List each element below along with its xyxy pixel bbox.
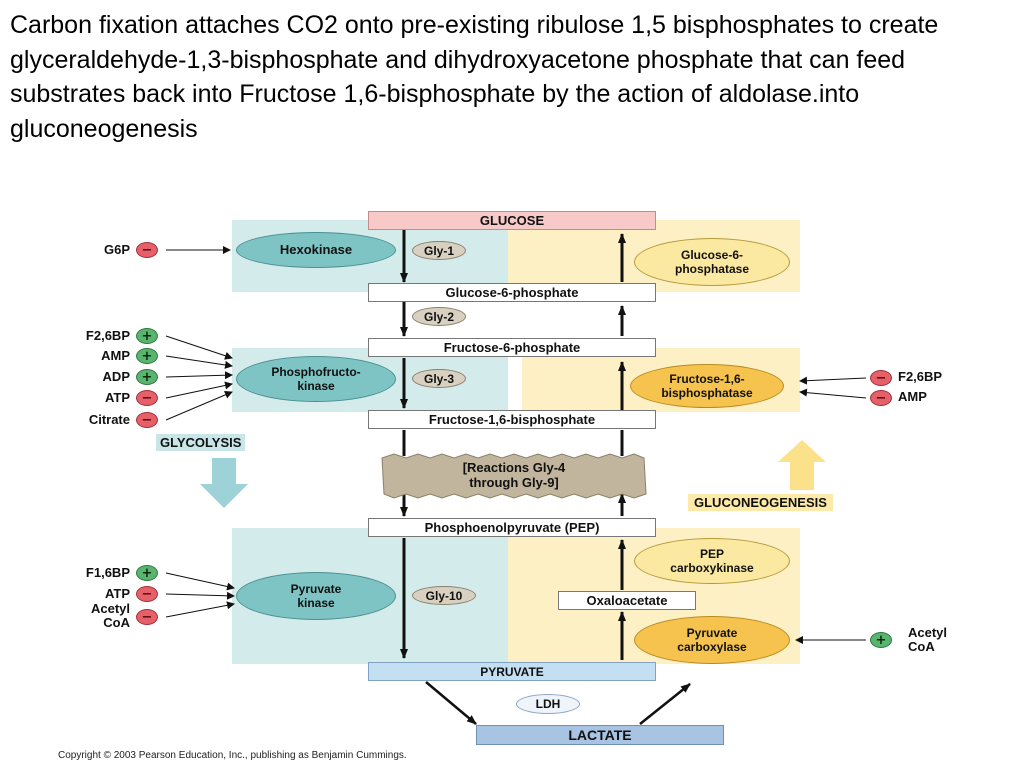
- gluconeogenesis-label: GLUCONEOGENESIS: [688, 494, 833, 511]
- phosphofructokinase-enzyme: Phosphofructo- kinase: [236, 356, 396, 402]
- fructose-bisphosphatase-enzyme: Fructose-1,6- bisphosphatase: [630, 364, 784, 408]
- phosphoenolpyruvate-box: Phosphoenolpyruvate (PEP): [368, 518, 656, 537]
- pfk-label-line-2: kinase: [297, 379, 335, 393]
- pyruvate-kinase-enzyme: Pyruvate kinase: [236, 572, 396, 620]
- gly-2-step: Gly-2: [412, 307, 466, 326]
- pc-label-line-1: Pyruvate: [686, 625, 738, 640]
- pyruvate-carboxylase-enzyme: Pyruvate carboxylase: [634, 616, 790, 664]
- regulator-adp-label: ADP: [102, 369, 130, 384]
- regulator-g6p-label: G6P: [103, 242, 130, 257]
- pc-label-line-2: carboxylase: [677, 640, 747, 654]
- activator-plus-icon: +: [870, 632, 892, 648]
- fbpase-label-line-1: Fructose-1,6-: [669, 371, 745, 386]
- regulator-amp-label: AMP: [898, 389, 927, 404]
- activator-plus-icon: +: [136, 565, 158, 581]
- regulator-acetyl-coa-label: Acetyl CoA: [40, 601, 130, 631]
- oxaloacetate-box: Oxaloacetate: [558, 591, 696, 610]
- pk-label-line-1: Pyruvate: [290, 581, 342, 596]
- regulator-amp-label: AMP: [101, 348, 130, 363]
- acetyl-coa-line-1: Acetyl: [908, 625, 948, 640]
- reactions-gly4-gly9-label: [Reactions Gly-4 through Gly-9]: [392, 458, 636, 494]
- gly-10-step: Gly-10: [412, 586, 476, 605]
- pk-label-line-2: kinase: [297, 596, 335, 610]
- gly-1-step: Gly-1: [412, 241, 466, 260]
- hexokinase-enzyme: Hexokinase: [236, 232, 396, 268]
- fbpase-label-line-2: bisphosphatase: [661, 386, 753, 400]
- regulator-atp-label: ATP: [104, 586, 130, 601]
- g6pase-label-line-1: Glucose-6-: [680, 247, 743, 262]
- glycolysis-direction-arrow: [200, 458, 248, 508]
- pepck-label-line-1: PEP: [699, 546, 724, 561]
- pepck-label-line-2: carboxykinase: [670, 561, 754, 575]
- g6pase-label-line-2: phosphatase: [674, 262, 749, 276]
- glucose-box: GLUCOSE: [368, 211, 656, 230]
- regulator-atp-label: ATP: [104, 390, 130, 405]
- acetyl-coa-line-2: CoA: [908, 639, 935, 655]
- acetyl-coa-line-2: CoA: [103, 615, 130, 631]
- inhibitor-minus-icon: −: [136, 609, 158, 625]
- glucose-6-phosphate-box: Glucose-6-phosphate: [368, 283, 656, 302]
- regulator-citrate-label: Citrate: [88, 412, 130, 427]
- slide-title: Carbon fixation attaches CO2 onto pre-ex…: [10, 11, 939, 143]
- inhibitor-minus-icon: −: [136, 242, 158, 258]
- inhibitor-minus-icon: −: [870, 390, 892, 406]
- acetyl-coa-line-1: Acetyl: [90, 601, 130, 616]
- reactions-line-1: [Reactions Gly-4: [462, 460, 566, 476]
- glycolysis-label: GLYCOLYSIS: [156, 434, 246, 451]
- inhibitor-minus-icon: −: [870, 370, 892, 386]
- inhibitor-minus-icon: −: [136, 586, 158, 602]
- regulator-f16bp-label: F1,6BP: [85, 565, 130, 580]
- activator-plus-icon: +: [136, 369, 158, 385]
- inhibitor-minus-icon: −: [136, 390, 158, 406]
- glucose-6-phosphatase-enzyme: Glucose-6- phosphatase: [634, 238, 790, 286]
- lactate-box: LACTATE: [476, 725, 724, 745]
- copyright-notice: Copyright © 2003 Pearson Education, Inc.…: [58, 750, 407, 761]
- gly-3-step: Gly-3: [412, 369, 466, 388]
- reactions-box-shape: [381, 453, 647, 499]
- activator-plus-icon: +: [136, 348, 158, 364]
- fructose-1-6-bisphosphate-box: Fructose-1,6-bisphosphate: [368, 410, 656, 429]
- pep-carboxykinase-enzyme: PEP carboxykinase: [634, 538, 790, 584]
- regulator-acetyl-coa-label: Acetyl CoA: [908, 625, 948, 655]
- ldh-step: LDH: [516, 694, 580, 714]
- pyruvate-box: PYRUVATE: [368, 662, 656, 681]
- gluconeogenesis-direction-arrow: [778, 440, 826, 490]
- inhibitor-minus-icon: −: [136, 412, 158, 428]
- reactions-line-2: through Gly-9]: [469, 475, 559, 490]
- regulator-f26bp-label: F2,6BP: [898, 369, 943, 384]
- pfk-label-line-1: Phosphofructo-: [271, 364, 361, 379]
- regulator-f26bp-label: F2,6BP: [85, 328, 130, 343]
- activator-plus-icon: +: [136, 328, 158, 344]
- fructose-6-phosphate-box: Fructose-6-phosphate: [368, 338, 656, 357]
